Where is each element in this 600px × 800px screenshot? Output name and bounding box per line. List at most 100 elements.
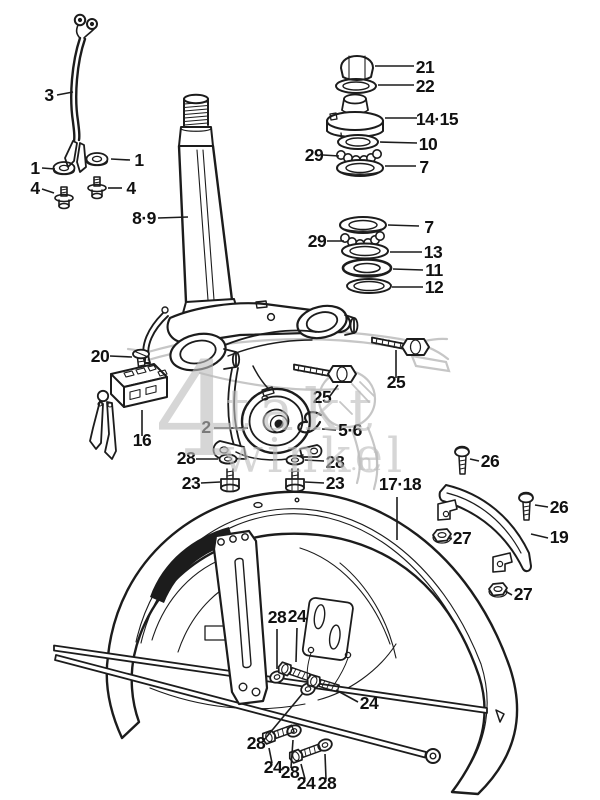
part-number-label-28: 28 bbox=[318, 773, 337, 793]
part-number-label-14·15: 14·15 bbox=[416, 109, 459, 129]
leader-line-25 bbox=[329, 384, 339, 397]
part-28-washer bbox=[317, 738, 333, 752]
leader-line-7 bbox=[387, 224, 420, 227]
part-number-label-28: 28 bbox=[268, 607, 287, 627]
part-number-label-23: 23 bbox=[182, 473, 201, 493]
part-4-bolts bbox=[54, 176, 107, 210]
part-number-label-24: 24 bbox=[288, 606, 307, 626]
part-number-label-23: 23 bbox=[326, 473, 345, 493]
watermark-winkel: winkel bbox=[222, 428, 406, 484]
part-number-label-24: 24 bbox=[297, 773, 316, 793]
leader-line-3 bbox=[56, 91, 74, 96]
part-3-wire-harness bbox=[64, 13, 98, 173]
part-27-nuts bbox=[432, 528, 508, 598]
leader-line-28 bbox=[263, 692, 304, 741]
part-14-15-top-cone bbox=[326, 93, 384, 142]
part-number-label-17·18: 17·18 bbox=[379, 474, 422, 494]
part-22-washer bbox=[335, 78, 377, 94]
part-number-label-24: 24 bbox=[360, 693, 379, 713]
part-11-dust-seal bbox=[341, 258, 393, 278]
part-24-bolt bbox=[277, 661, 311, 682]
part-number-label-28: 28 bbox=[326, 452, 345, 472]
horn-mount-hardware bbox=[218, 453, 305, 493]
leader-line-28 bbox=[304, 459, 325, 462]
watermark-takt: takt bbox=[226, 376, 382, 444]
part-number-label-20: 20 bbox=[91, 346, 110, 366]
leader-line-5·6 bbox=[321, 428, 337, 431]
part-number-label-4: 4 bbox=[30, 178, 40, 198]
stay-bolt-hardware bbox=[261, 661, 340, 764]
part-19-flap bbox=[437, 484, 532, 573]
part-number-label-10: 10 bbox=[419, 134, 438, 154]
part-number-label-21: 21 bbox=[416, 57, 435, 77]
leader-line-11 bbox=[392, 268, 424, 271]
leader-line-24 bbox=[335, 689, 359, 703]
bearing-stack-upper bbox=[326, 55, 384, 177]
part-number-label-26: 26 bbox=[481, 451, 500, 471]
leader-line-24 bbox=[295, 627, 298, 663]
leader-line-19 bbox=[530, 533, 549, 539]
part-number-label-29: 29 bbox=[308, 231, 327, 251]
part-17-18-fender bbox=[105, 490, 519, 796]
part-number-label-2: 2 bbox=[201, 417, 211, 437]
part-21-cap-nut bbox=[340, 55, 374, 81]
part-number-label-16: 16 bbox=[133, 430, 152, 450]
leader-line-29 bbox=[322, 154, 340, 157]
part-number-label-25: 25 bbox=[313, 387, 332, 407]
part-number-label-13: 13 bbox=[424, 242, 443, 262]
fender-inner-plate bbox=[301, 597, 354, 661]
watermark-nl: .nl bbox=[350, 448, 381, 476]
part-triple-clamp bbox=[142, 298, 359, 372]
fender-hole bbox=[253, 501, 263, 509]
part-13-race bbox=[341, 242, 389, 260]
part-number-label-26: 26 bbox=[550, 497, 569, 517]
part-24-bolt bbox=[306, 673, 340, 693]
part-number-label-5·6: 5·6 bbox=[338, 420, 363, 440]
callout-leader-lines bbox=[41, 65, 549, 780]
part-number-label-7: 7 bbox=[424, 217, 433, 237]
stay-lower bbox=[54, 654, 427, 759]
part-number-label-29: 29 bbox=[305, 145, 324, 165]
part-number-label-1: 1 bbox=[30, 158, 40, 178]
leader-line-23 bbox=[304, 481, 325, 484]
part-number-label-8·9: 8·9 bbox=[132, 208, 157, 228]
leader-line-28 bbox=[324, 753, 327, 780]
leader-line-24 bbox=[300, 763, 306, 780]
part-number-label-12: 12 bbox=[425, 277, 444, 297]
part-number-label-24: 24 bbox=[264, 757, 283, 777]
keys bbox=[89, 389, 117, 460]
fender-shadow bbox=[150, 527, 234, 603]
part-8-9-steering-stem bbox=[177, 93, 234, 304]
leader-line-4 bbox=[41, 188, 55, 194]
watermark: 4 takt winkel .nl bbox=[155, 334, 406, 486]
part-number-label-3: 3 bbox=[44, 85, 54, 105]
leader-line-1 bbox=[41, 167, 56, 170]
fender-front-brace bbox=[212, 529, 269, 706]
bearing-stack-lower bbox=[339, 216, 393, 294]
leader-line-26 bbox=[534, 504, 549, 508]
part-26-screws bbox=[454, 445, 534, 521]
part-7-race bbox=[336, 159, 384, 177]
part-10-race bbox=[337, 134, 379, 150]
leader-line-27 bbox=[447, 537, 453, 540]
part-24-bolt bbox=[261, 724, 295, 745]
part-1-grommets bbox=[52, 152, 109, 176]
leader-line-27 bbox=[504, 590, 513, 596]
part-5-6-clip bbox=[297, 411, 323, 434]
leader-line-23 bbox=[200, 481, 221, 484]
part-number-label-7: 7 bbox=[419, 157, 428, 177]
stay-eye bbox=[425, 748, 441, 764]
part-number-label-22: 22 bbox=[416, 76, 435, 96]
part-2-horn bbox=[212, 365, 323, 461]
leader-line-8·9 bbox=[157, 216, 189, 219]
leader-line-24 bbox=[268, 747, 273, 764]
wire-terminal bbox=[76, 142, 87, 173]
part-number-label-28: 28 bbox=[281, 762, 300, 782]
part-number-label-1: 1 bbox=[134, 150, 144, 170]
part-25-bolts bbox=[293, 336, 430, 383]
part-7-race-lower bbox=[339, 216, 387, 234]
leader-line-26 bbox=[469, 458, 480, 462]
